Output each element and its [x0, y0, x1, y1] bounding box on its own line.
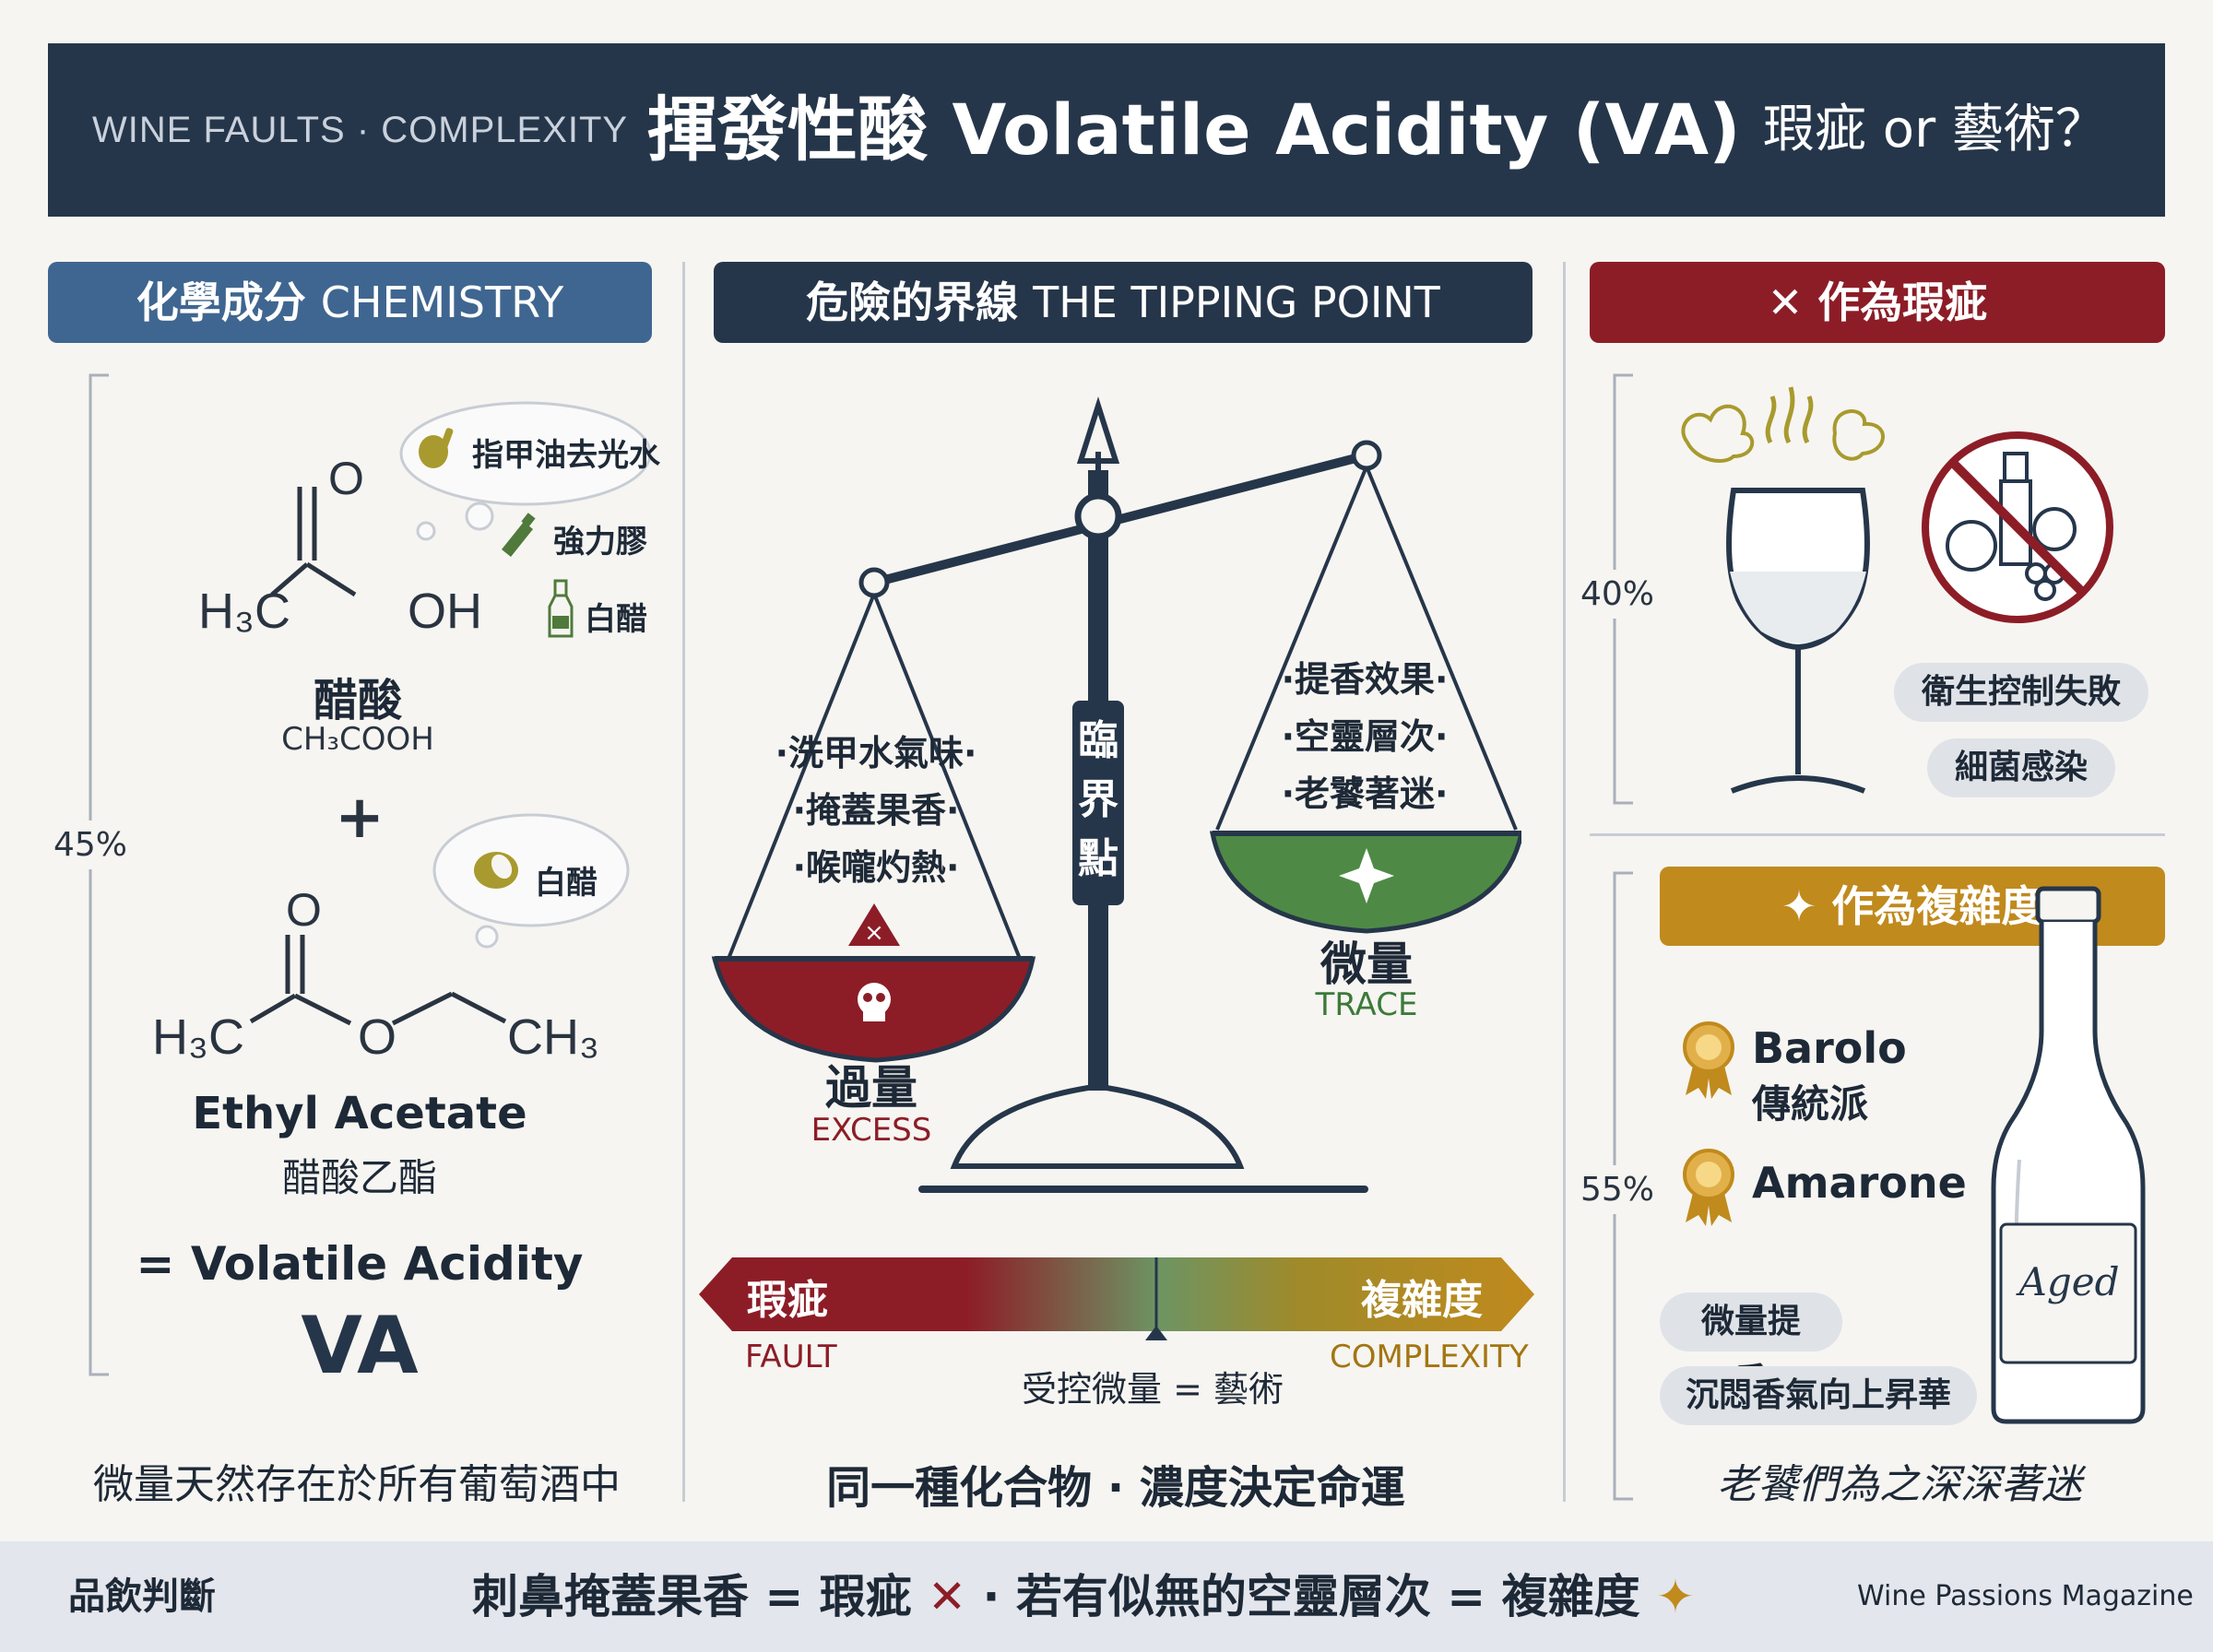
ethyl-atom-h3c: H₃C [152, 1009, 244, 1065]
ethyl-acetate-structure [249, 935, 507, 1026]
glue-tube-icon [502, 513, 536, 557]
footer-brand: Wine Passions Magazine [1857, 1580, 2194, 1612]
trace-item-1: ·提香效果· [1281, 659, 1449, 700]
acetic-atom-h3c: H₃C [198, 584, 290, 639]
footer-sparkle-icon: ✦ [1656, 1570, 1695, 1623]
header-tag: WINE FAULTS · COMPLEXITY [92, 110, 629, 150]
acetic-atom-oh: OH [408, 584, 482, 639]
chemistry-bracket [89, 373, 109, 1376]
bottle-label-aged: Aged [2018, 1259, 2120, 1304]
gradient-marker-label: 受控微量 = 藝術 [1022, 1369, 1284, 1410]
tipping-caption: 同一種化合物 · 濃度決定命運 [826, 1462, 1405, 1514]
aroma-white-vinegar: 白醋 [585, 601, 647, 638]
gradient-left-label-cn: 瑕疵 [747, 1277, 828, 1324]
excess-label-en: EXCESS [811, 1112, 932, 1149]
pill-chemistry-en: CHEMISTRY [320, 277, 564, 327]
complexity-chip-lift: 微量提香 [1660, 1292, 1842, 1399]
wine-amarone-name: Amarone [1752, 1158, 1967, 1208]
ethyl-atom-o-top: O [286, 884, 322, 936]
trace-label-en: TRACE [1315, 986, 1418, 1023]
section-pill-tipping-point: 危險的界線 THE TIPPING POINT [714, 262, 1533, 343]
trace-effects-list: ·提香效果· ·空靈層次· ·老饕著迷· [1217, 651, 1512, 822]
aroma-ethyl-vinegar: 白醋 [535, 865, 598, 902]
gradient-right-label-cn: 複雜度 [1361, 1277, 1483, 1324]
aroma-nail-polish: 指甲油去光水 [472, 437, 660, 474]
complexity-caption: 老饕們為之深深著迷 [1717, 1461, 2082, 1508]
header-question: 瑕疵 or 藝術？ [1763, 100, 2107, 159]
va-abbreviation: VA [301, 1300, 419, 1392]
no-fruit-icon [1922, 431, 2113, 623]
medal-icon-barolo [1683, 1021, 1734, 1099]
footer-label: 品飲判斷 [68, 1575, 216, 1618]
trace-label-cn: 微量 [1320, 938, 1413, 991]
ethyl-atom-ch3: CH₃ [507, 1009, 599, 1065]
complexity-bracket-label: 55% [1580, 1165, 1655, 1214]
column-divider-right [1563, 262, 1566, 1502]
right-section-divider [1590, 833, 2165, 836]
footer-verdict-complexity: · 若有似無的空靈層次 = 複雜度 [982, 1570, 1640, 1623]
equals-volatile-acidity: = Volatile Acidity [136, 1237, 584, 1291]
aged-wine-bottle-icon [1991, 886, 2146, 1424]
wine-barolo-style: 傳統派 [1752, 1081, 1869, 1127]
pill-tipping-en: THE TIPPING POINT [1033, 277, 1440, 327]
plus-sign: + [335, 784, 385, 852]
chemistry-bracket-label: 45% [53, 820, 128, 869]
ethyl-acetate-name-en: Ethyl Acetate [192, 1088, 527, 1139]
fault-bracket-label: 40% [1580, 570, 1655, 619]
footer-verdict: 刺鼻掩蓋果香 = 瑕疵 ✕ · 若有似無的空靈層次 = 複雜度 ✦ [472, 1541, 1695, 1652]
balance-scale: × [711, 396, 1521, 1193]
footer-bar: 品飲判斷 刺鼻掩蓋果香 = 瑕疵 ✕ · 若有似無的空靈層次 = 複雜度 ✦ W… [0, 1541, 2213, 1652]
excess-item-2: ·掩蓋果香· [792, 790, 960, 831]
acetic-acid-name: 醋酸 [313, 675, 402, 726]
chemistry-caption: 微量天然存在於所有葡萄酒中 [93, 1461, 621, 1508]
excess-label-cn: 過量 [825, 1061, 917, 1115]
excess-item-1: ·洗甲水氣味· [775, 733, 977, 773]
fault-complexity-gradient-bar [699, 1257, 1534, 1340]
gradient-right-label-en: COMPLEXITY [1330, 1339, 1529, 1375]
vinegar-bottle-icon [548, 579, 574, 638]
svg-text:×: × [864, 919, 884, 947]
aroma-glue: 強力膠 [553, 524, 647, 560]
wine-barolo-name: Barolo [1752, 1023, 1907, 1073]
grain-icon [474, 852, 518, 889]
pill-chemistry-cn: 化學成分 [136, 277, 306, 327]
pillar-char-1: 臨 [1078, 717, 1118, 764]
trace-item-3: ·老饕著迷· [1281, 773, 1449, 814]
section-pill-chemistry: 化學成分 CHEMISTRY [48, 262, 652, 343]
footer-cross-icon: ✕ [928, 1570, 967, 1623]
fault-chip-hygiene: 衛生控制失敗 [1894, 663, 2148, 722]
thought-bubble-ethyl [432, 813, 630, 949]
tipping-point-pillar-label: 臨 界 點 [1072, 712, 1124, 889]
gradient-left-label-en: FAULT [745, 1339, 837, 1375]
wine-glass-fumes-icon [1681, 386, 1885, 794]
thought-bubble-acetic [399, 401, 652, 541]
pillar-char-3: 點 [1078, 835, 1118, 882]
excess-effects-list: ·洗甲水氣味· ·掩蓋果香· ·喉嚨灼熱· [728, 725, 1024, 896]
page-title: 揮發性酸 Volatile Acidity (VA) [647, 88, 1741, 171]
acetic-acid-structure [270, 487, 357, 597]
acetic-acid-formula: CH₃COOH [281, 721, 434, 758]
section-pill-fault: ✕ 作為瑕疵 [1590, 262, 2165, 343]
pillar-char-2: 界 [1078, 776, 1118, 823]
trace-item-2: ·空靈層次· [1281, 716, 1449, 757]
ethyl-acetate-name-cn: 醋酸乙酯 [281, 1155, 437, 1200]
column-divider-left [682, 262, 685, 1502]
header-banner: WINE FAULTS · COMPLEXITY 揮發性酸 Volatile A… [48, 43, 2165, 217]
excess-item-3: ·喉嚨灼熱· [792, 847, 960, 888]
footer-verdict-fault: 刺鼻掩蓋果香 = 瑕疵 [472, 1570, 912, 1623]
medal-icon-amarone [1683, 1149, 1734, 1226]
pill-tipping-cn: 危險的界線 [806, 277, 1019, 327]
acetic-atom-o: O [328, 453, 364, 504]
complexity-chip-elevate: 沉悶香氣向上昇華 [1660, 1366, 1977, 1425]
ethyl-atom-o: O [358, 1009, 397, 1065]
fault-chip-bacteria: 細菌感染 [1927, 738, 2115, 797]
nail-polish-icon [419, 428, 454, 468]
